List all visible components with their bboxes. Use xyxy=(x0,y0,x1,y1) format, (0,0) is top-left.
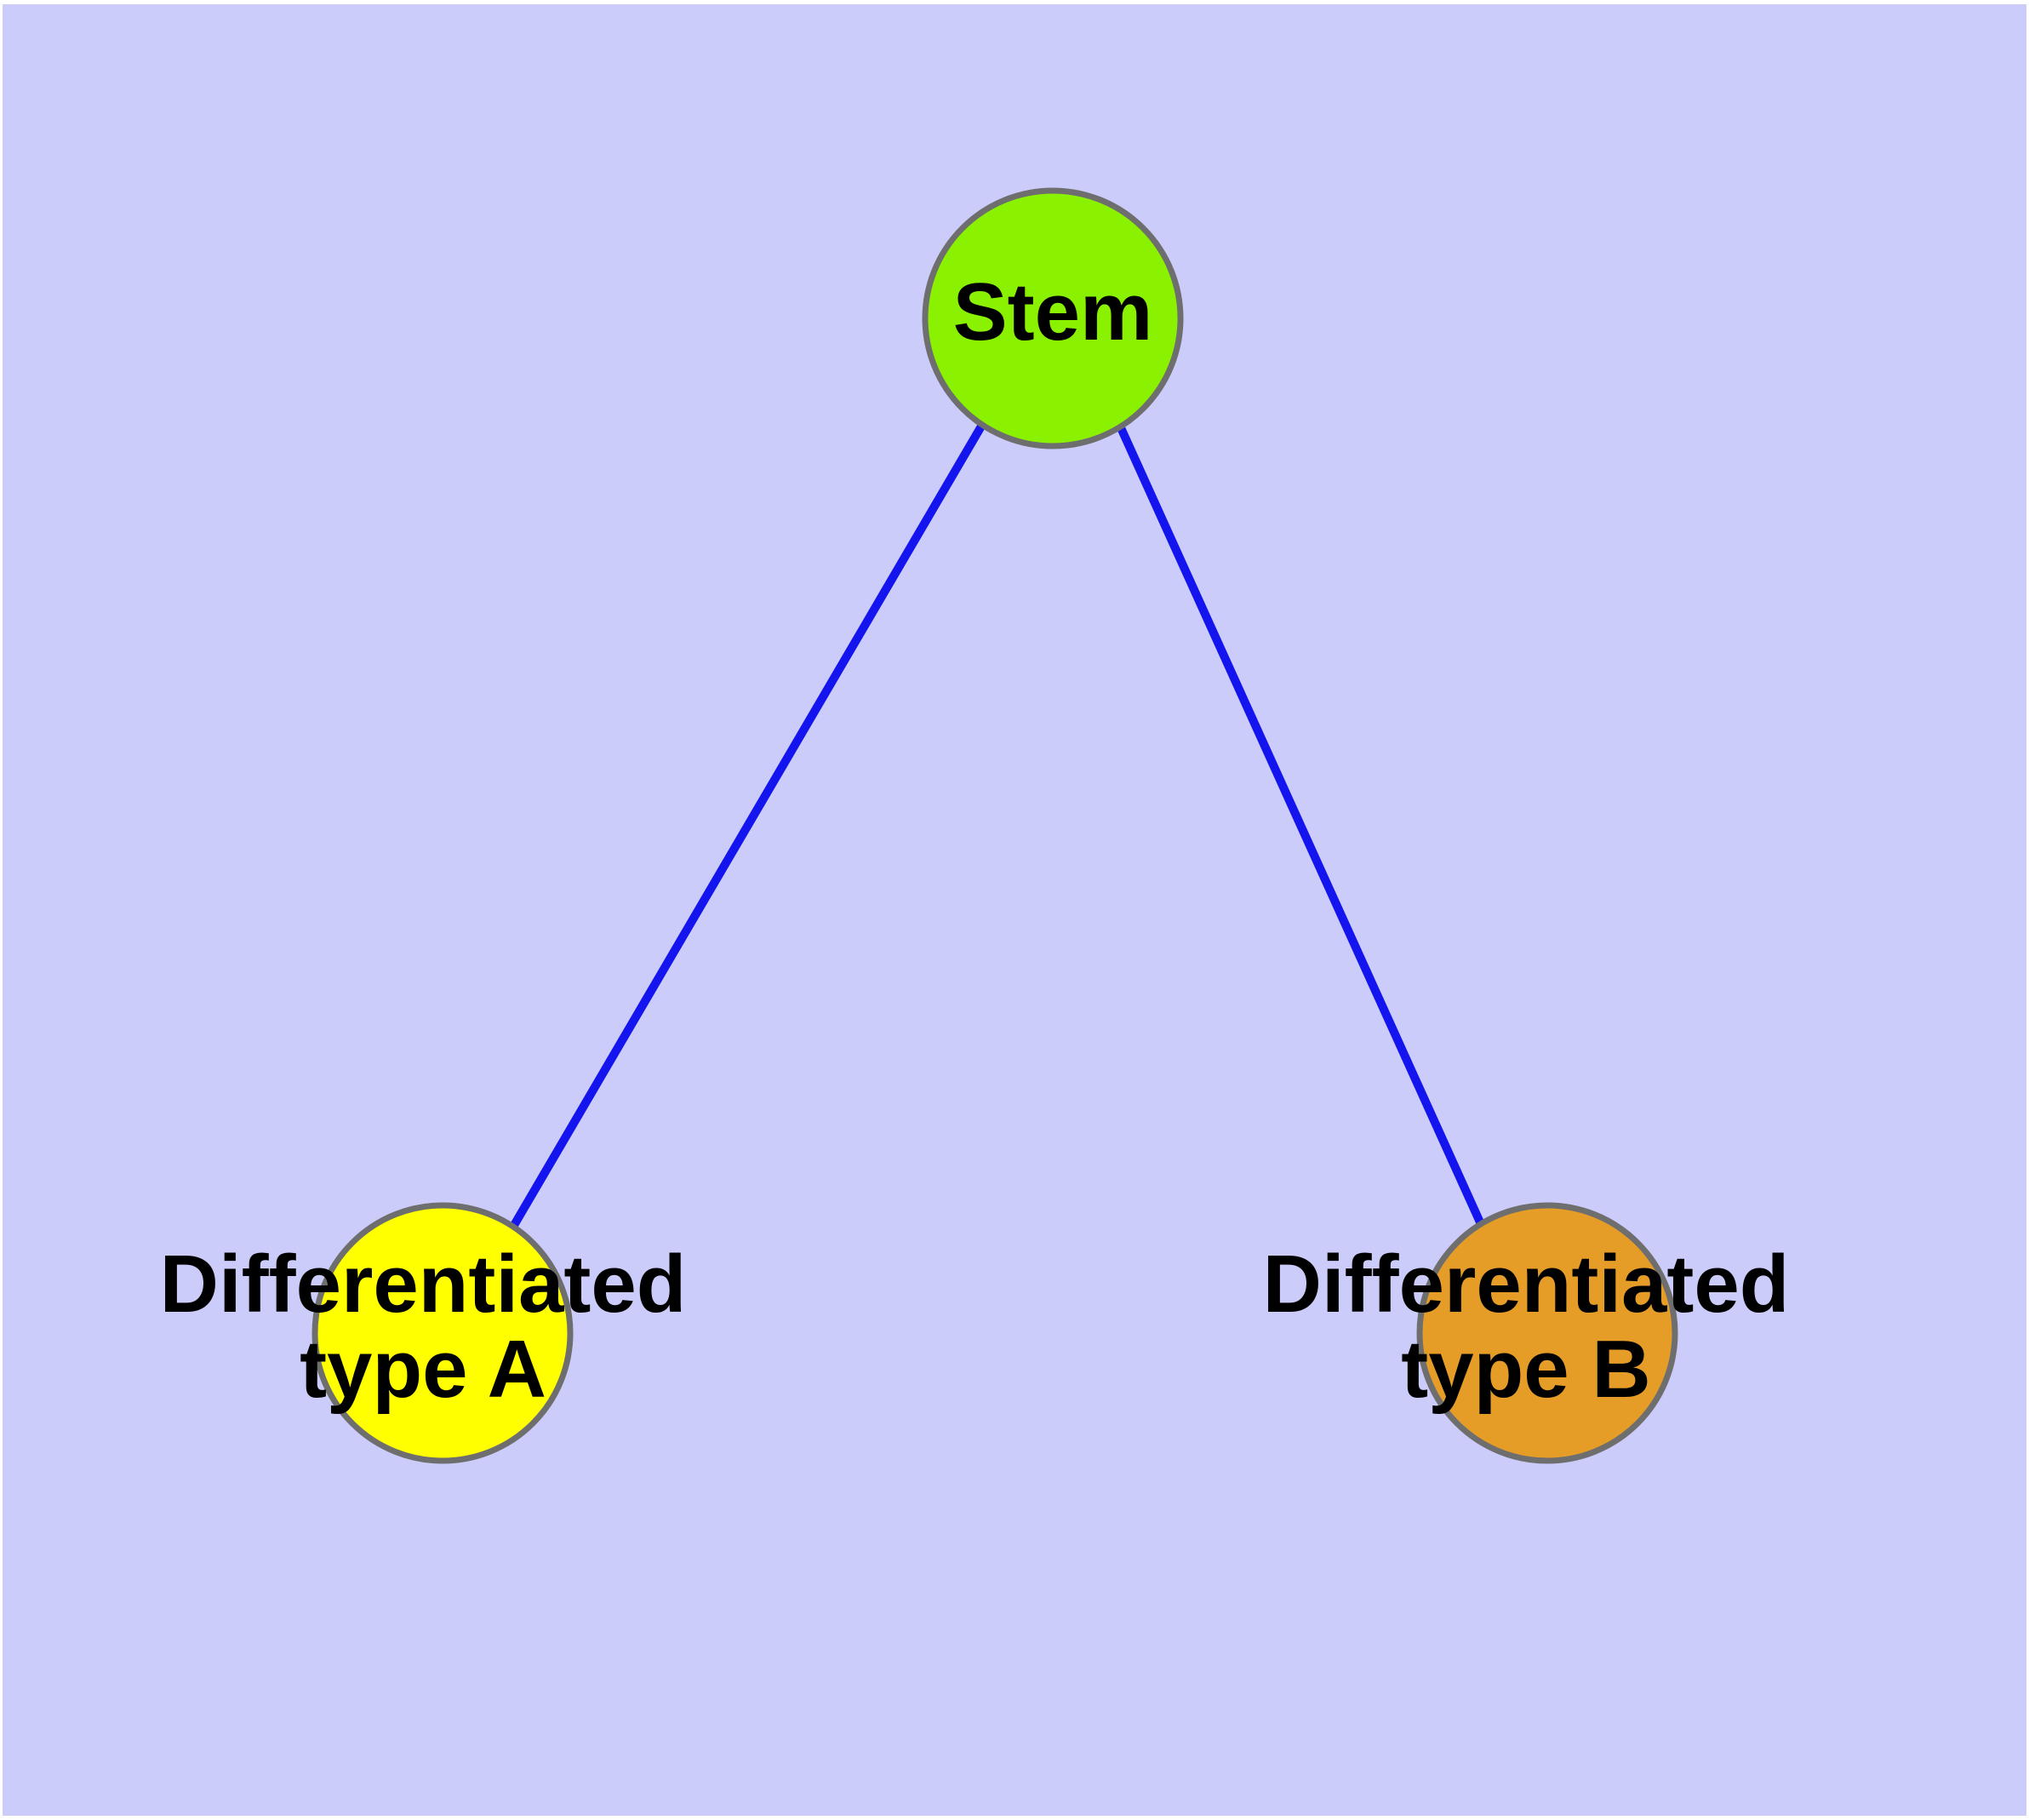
edge-stem-to-diff-b xyxy=(1114,420,1485,1227)
node-label-line: Differentiated xyxy=(160,1239,687,1330)
edges-group xyxy=(509,420,1485,1229)
nodes-group xyxy=(311,187,1678,1464)
node-diff_b[interactable] xyxy=(1416,1202,1678,1464)
edge-stem-to-diff-a xyxy=(509,422,986,1229)
node-diff_a[interactable] xyxy=(311,1202,574,1464)
node-stem[interactable] xyxy=(922,187,1184,449)
node-label-line: Stem xyxy=(953,266,1153,358)
node-label-line: type A xyxy=(300,1324,546,1415)
node-label-line: Differentiated xyxy=(1263,1239,1790,1330)
node-label-line: type B xyxy=(1401,1324,1650,1415)
node-label-stem: Stem xyxy=(953,266,1153,358)
